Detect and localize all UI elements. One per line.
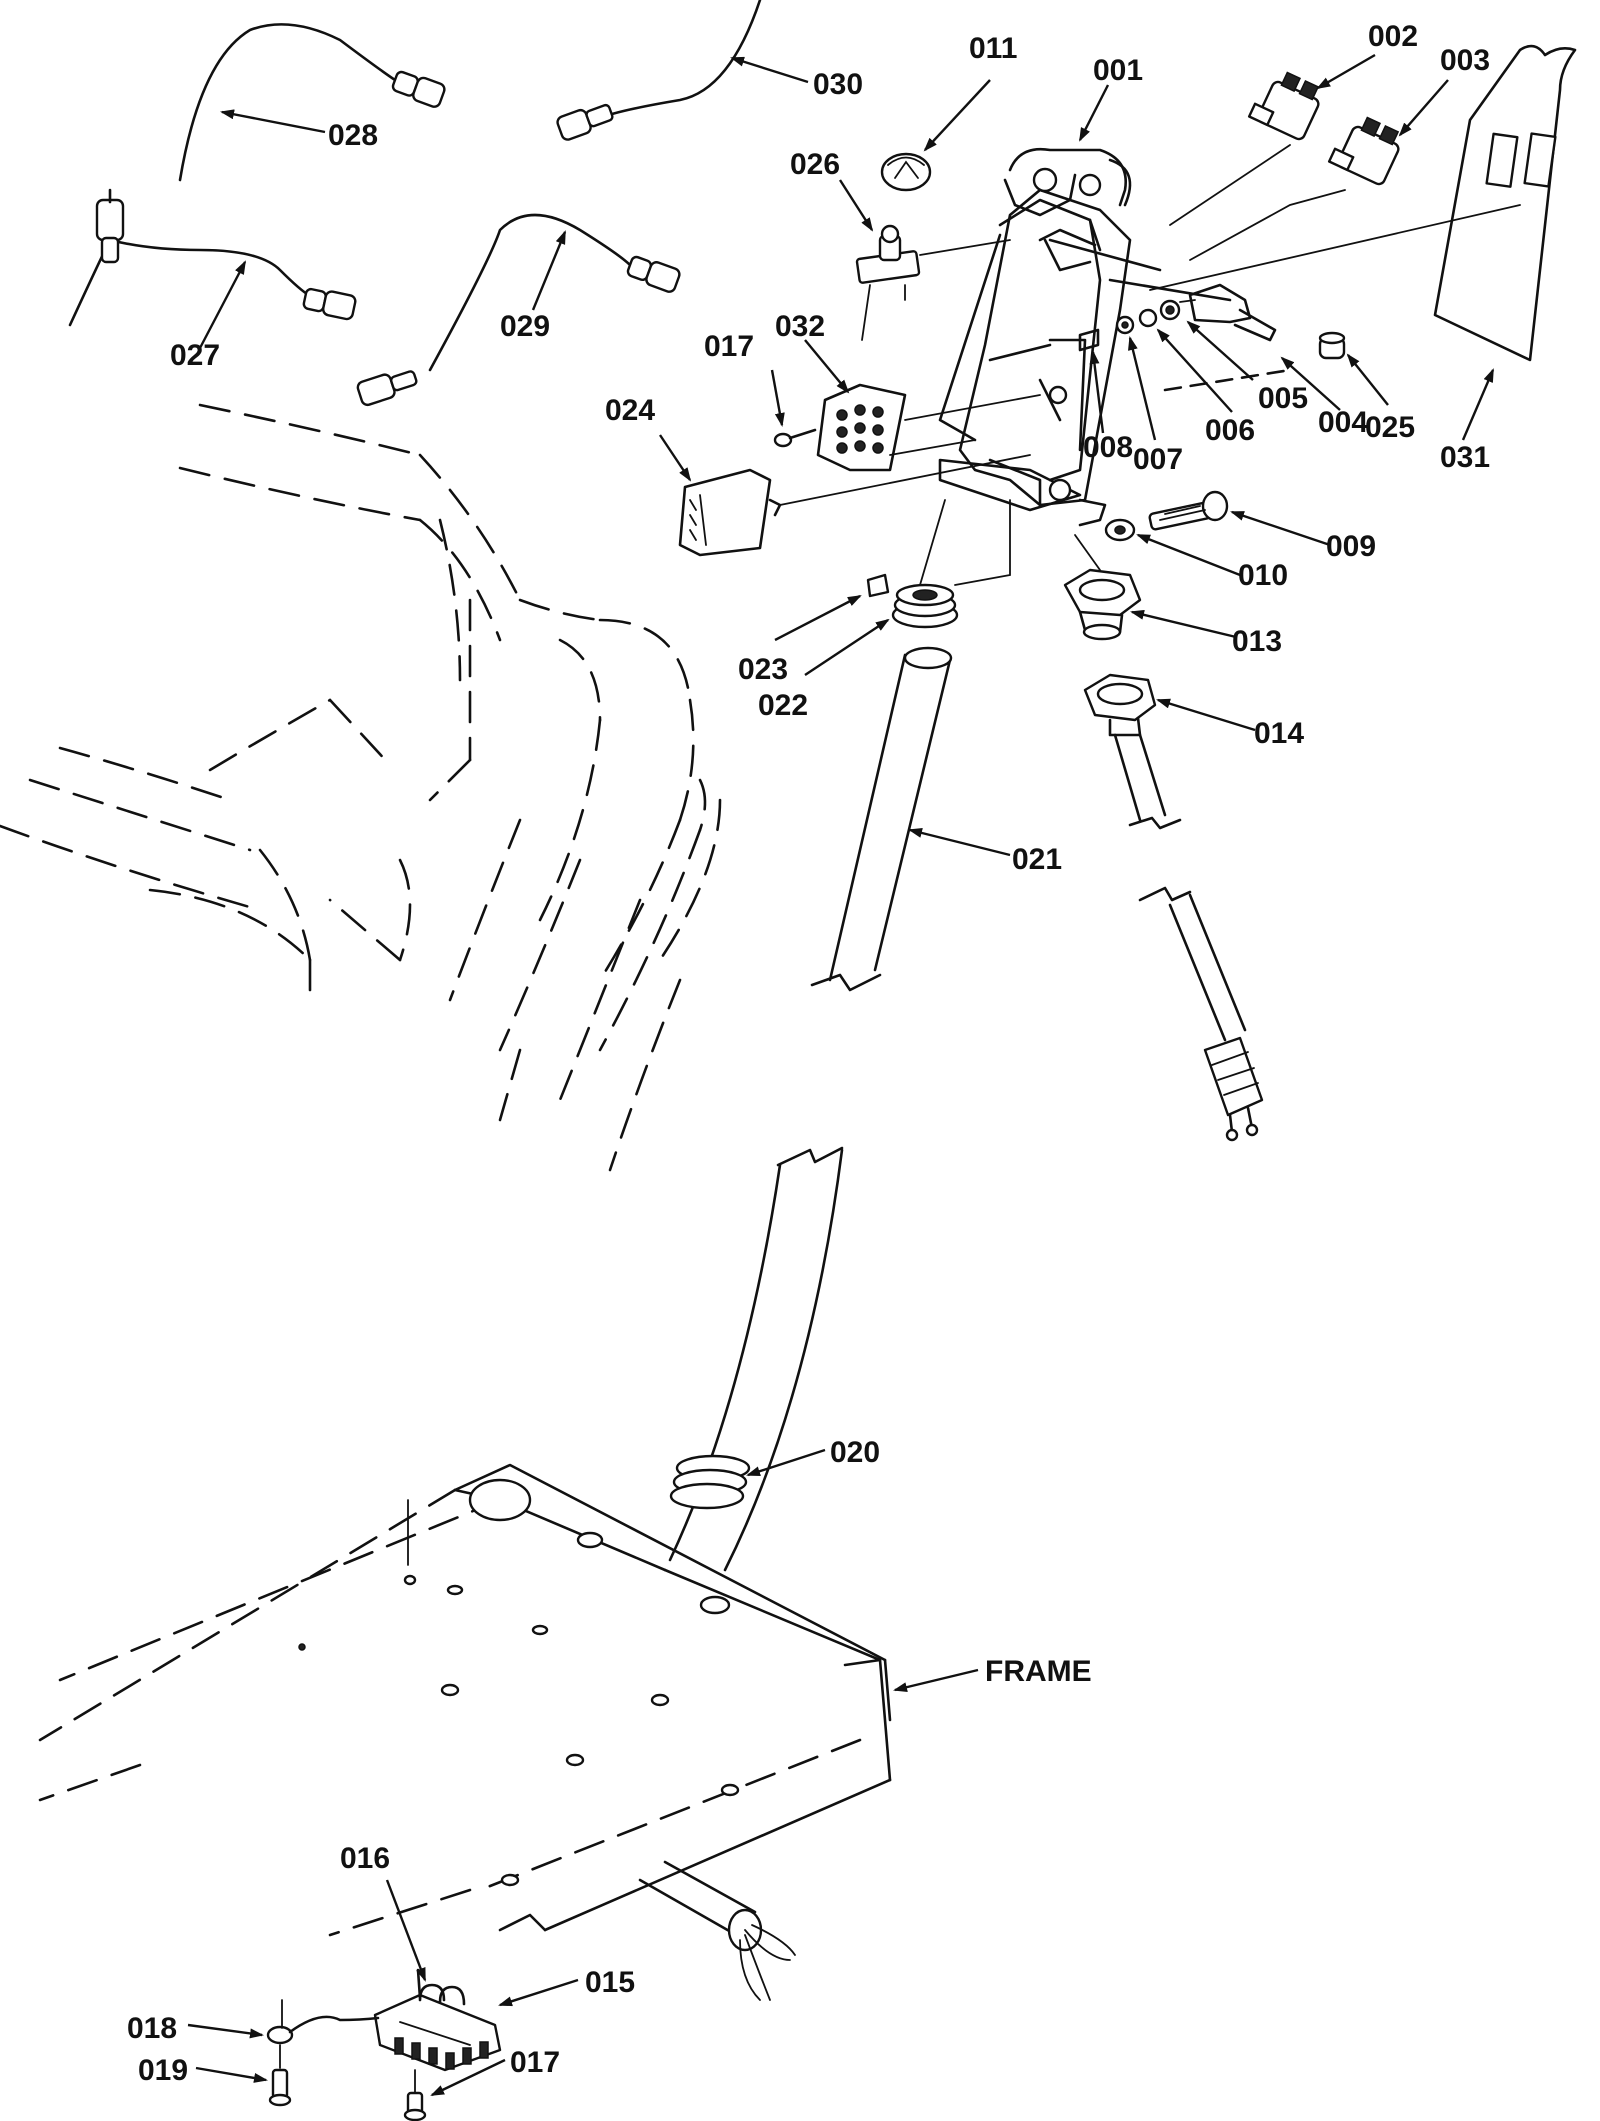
key-switch-004 [1179, 283, 1277, 342]
cable [1113, 733, 1264, 1142]
bushing-023 [866, 573, 890, 598]
callout-008: 008 [1083, 431, 1133, 464]
callout-006: 006 [1205, 414, 1255, 447]
leader-lines [187, 53, 1495, 2097]
callout-026: 026 [790, 148, 840, 181]
terminal-block-015 [373, 1993, 502, 2072]
wire-leads [68, 0, 762, 407]
connector-030 [556, 103, 614, 141]
callout-021: 021 [1012, 843, 1062, 876]
callout-009: 009 [1326, 530, 1376, 563]
callout-017-bottom: 017 [510, 2046, 560, 2079]
washer-006 [1138, 308, 1158, 328]
screw-017-top [773, 428, 817, 448]
screw-017-bottom [403, 2069, 427, 2121]
screw-009 [1148, 490, 1229, 531]
callout-017-top: 017 [704, 330, 754, 363]
callout-004: 004 [1318, 406, 1368, 439]
callout-003: 003 [1440, 44, 1490, 77]
screw-019 [268, 2044, 292, 2107]
callout-023: 023 [738, 653, 788, 686]
callout-030: 030 [813, 68, 863, 101]
callout-011: 011 [969, 32, 1017, 65]
callout-005: 005 [1258, 382, 1308, 415]
hose-021 [668, 646, 953, 1572]
callout-002: 002 [1368, 20, 1418, 53]
callout-014: 014 [1254, 717, 1304, 750]
grommet-022 [891, 583, 959, 629]
connector-029-end [356, 370, 418, 407]
callout-013: 013 [1232, 625, 1282, 658]
knob-025 [1318, 331, 1346, 360]
connector-027 [302, 287, 357, 321]
frame-plate [38, 1463, 892, 2001]
callout-022: 022 [758, 689, 808, 722]
fitting-013 [1063, 568, 1142, 641]
callout-032: 032 [775, 310, 825, 343]
clamp-020 [669, 1454, 751, 1510]
connector-032 [816, 383, 1041, 472]
connector-029 [626, 255, 681, 293]
callout-027: 027 [170, 339, 220, 372]
connector-027-plug [95, 188, 125, 264]
seat-outline-dashed [0, 403, 722, 1172]
fitting-014 [1083, 673, 1157, 737]
callout-015: 015 [585, 1966, 635, 1999]
callout-031: 031 [1440, 441, 1490, 474]
decal-031 [1149, 44, 1577, 362]
switch-003 [1327, 116, 1400, 186]
connector-028 [391, 70, 446, 108]
callout-labels: 001 002 003 004 005 006 007 008 009 010 … [127, 20, 1490, 2087]
relay-024 [678, 454, 1031, 557]
callout-020: 020 [830, 1436, 880, 1469]
callout-frame: FRAME [985, 1655, 1092, 1688]
callout-007: 007 [1133, 443, 1183, 476]
callout-016: 016 [340, 1842, 390, 1875]
washer-010 [1104, 518, 1136, 542]
callout-024: 024 [605, 394, 655, 427]
callout-029: 029 [500, 310, 550, 343]
knob-011 [880, 152, 932, 192]
callout-010: 010 [1238, 559, 1288, 592]
callout-025: 025 [1365, 411, 1415, 444]
push-switch-026 [855, 224, 1011, 341]
ring-018 [266, 1999, 380, 2045]
callout-019: 019 [138, 2054, 188, 2087]
callout-018: 018 [127, 2012, 177, 2045]
callout-028: 028 [328, 119, 378, 152]
switch-002 [1247, 71, 1320, 141]
clip-008 [1078, 328, 1100, 352]
callout-001: 001 [1093, 54, 1143, 87]
console-housing-001 [938, 147, 1232, 527]
